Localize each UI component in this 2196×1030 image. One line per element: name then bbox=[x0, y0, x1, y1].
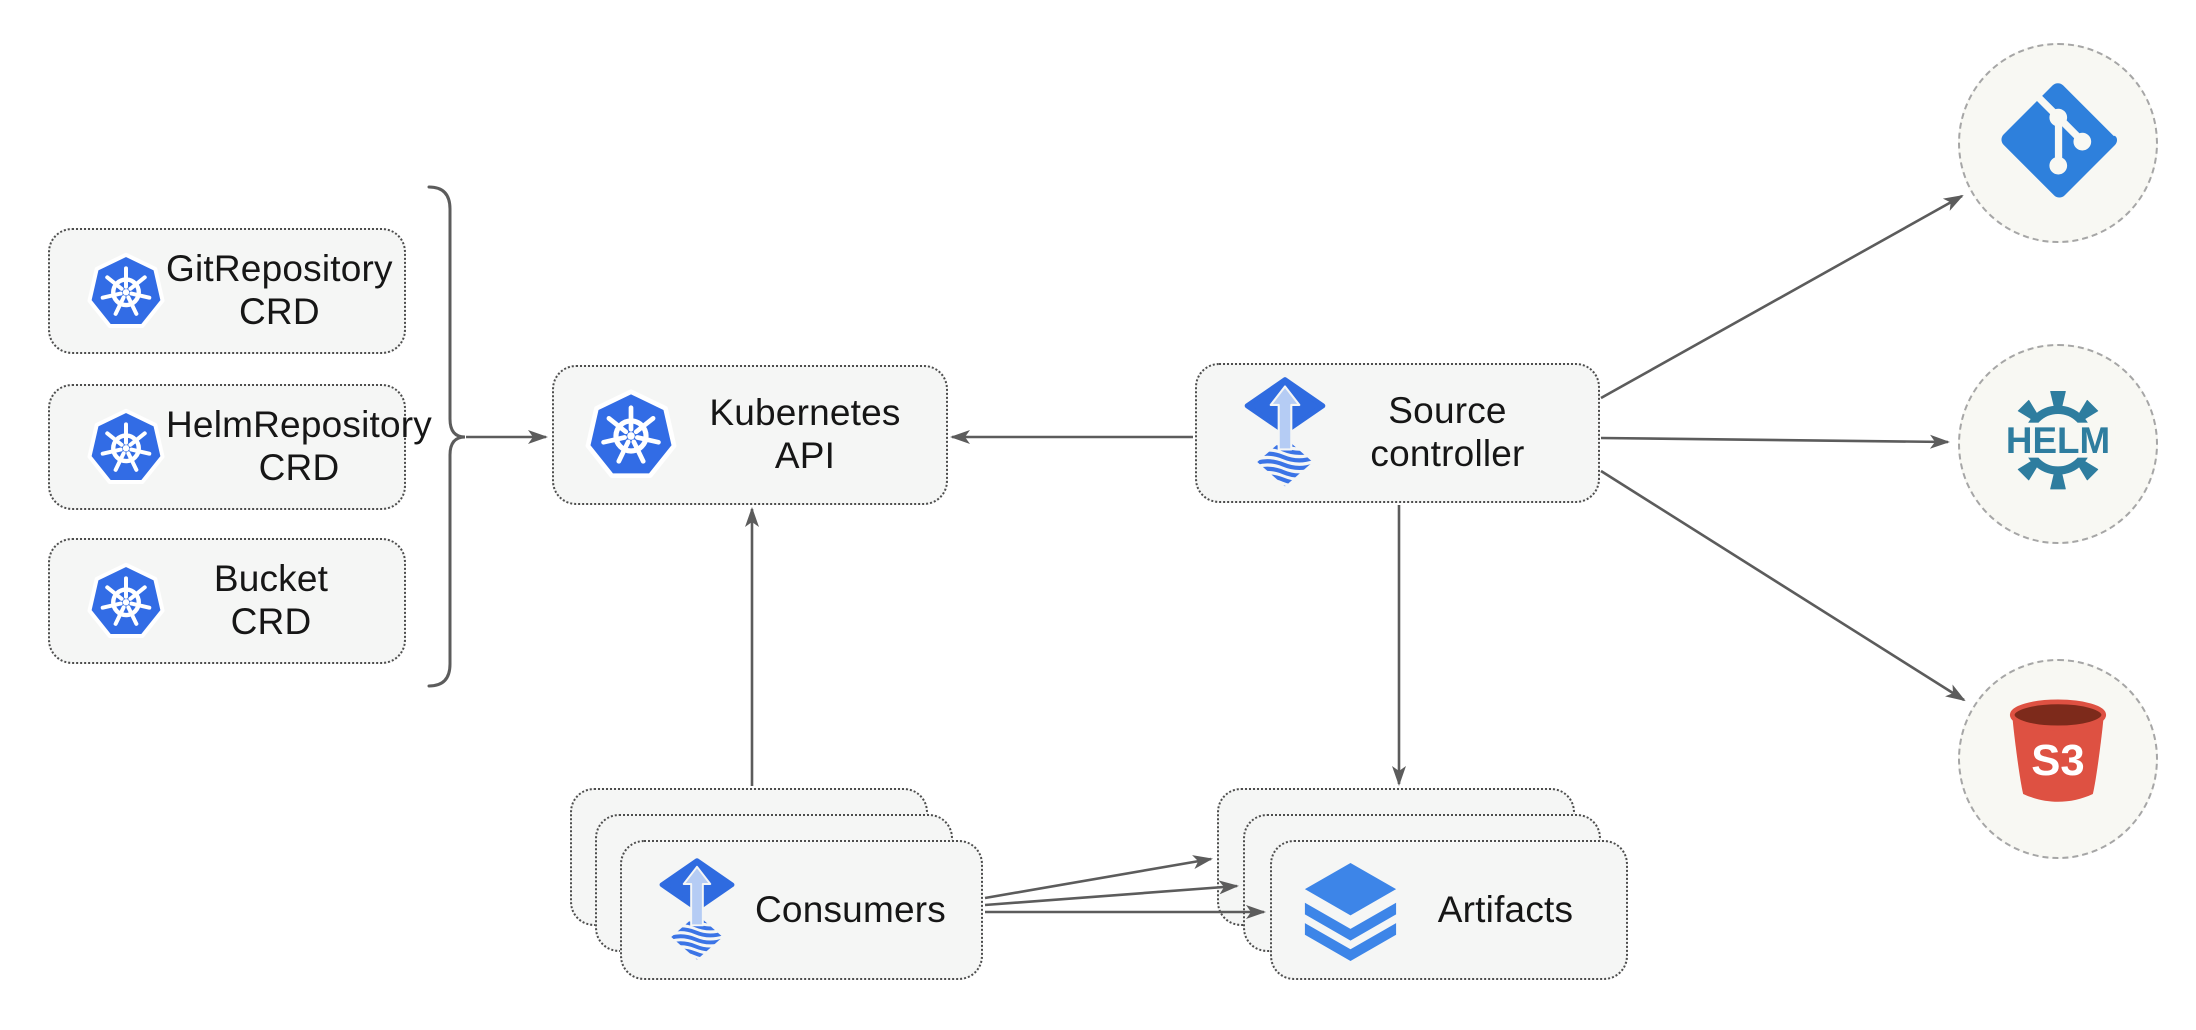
edge-source-controller-to-helm bbox=[1600, 434, 1950, 449]
helm-wordmark: HELM bbox=[2006, 420, 2110, 461]
bucket-crd-label: Bucket CRD bbox=[213, 558, 329, 642]
git-icon bbox=[1997, 80, 2119, 207]
flux-icon bbox=[658, 858, 736, 963]
edge-source-controller-to-git bbox=[1600, 194, 1964, 400]
edge-consumers-to-artifacts-2 bbox=[984, 880, 1239, 907]
node-gitrepository-crd: GitRepository CRD bbox=[48, 228, 406, 354]
kubernetes-icon bbox=[584, 386, 678, 484]
helm-icon: HELM bbox=[1989, 382, 2127, 507]
crd-group-brace bbox=[427, 185, 466, 688]
node-helmrepository-crd: HelmRepository CRD bbox=[48, 384, 432, 510]
kubernetes-api-label: Kubernetes API bbox=[709, 392, 901, 476]
node-source-controller: Source controller bbox=[1195, 363, 1600, 503]
node-kubernetes-api: Kubernetes API bbox=[552, 365, 948, 505]
source-controller-label: Source controller bbox=[1370, 390, 1525, 474]
layers-icon bbox=[1302, 859, 1399, 962]
endpoint-git bbox=[1958, 43, 2158, 243]
edge-source-controller-to-s3 bbox=[1600, 469, 1966, 702]
edge-consumers-to-artifacts-1 bbox=[984, 855, 1213, 900]
endpoint-helm: HELM bbox=[1958, 344, 2158, 544]
kubernetes-icon bbox=[86, 406, 166, 489]
s3-wordmark: S3 bbox=[2031, 736, 2084, 785]
flux-icon bbox=[1243, 377, 1327, 490]
node-artifacts: Artifacts bbox=[1270, 840, 1628, 980]
kubernetes-icon bbox=[86, 560, 166, 643]
kubernetes-icon bbox=[86, 250, 166, 333]
artifacts-label: Artifacts bbox=[1437, 888, 1574, 930]
s3-bucket-icon: S3 bbox=[2006, 698, 2110, 820]
node-consumers: Consumers bbox=[620, 840, 983, 980]
node-bucket-crd: Bucket CRD bbox=[48, 538, 406, 664]
endpoint-s3: S3 bbox=[1958, 659, 2158, 859]
helmrepository-crd-label: HelmRepository CRD bbox=[166, 404, 432, 488]
consumers-label: Consumers bbox=[755, 888, 946, 930]
gitrepository-crd-label: GitRepository CRD bbox=[166, 248, 393, 332]
